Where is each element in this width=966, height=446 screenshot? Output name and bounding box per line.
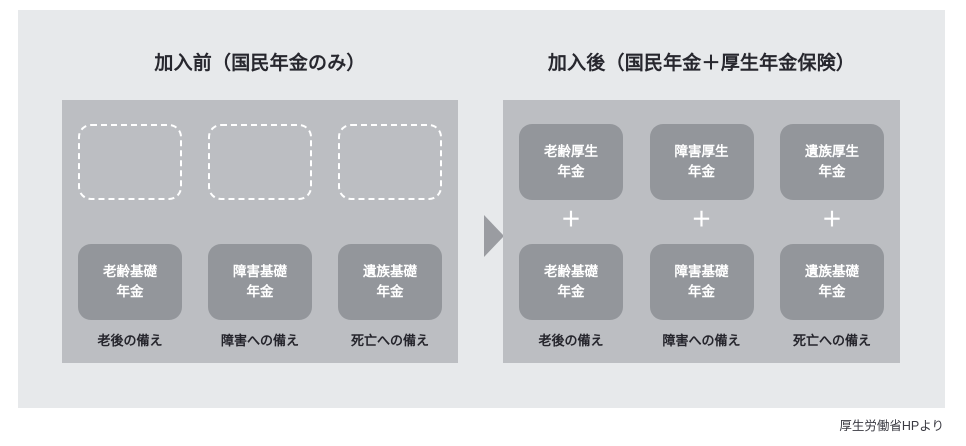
panel-before-stage: 老齢基礎 年金 老後の備え 障害基礎 年金 障害への備え bbox=[62, 100, 458, 363]
card-line-2: 年金 bbox=[557, 284, 585, 299]
after-top-col-1: 老齢厚生 年金 bbox=[519, 124, 623, 200]
after-plus-connector-row: ＋ ＋ ＋ bbox=[519, 210, 884, 230]
caption-shibou-eno-sonae: 死亡への備え bbox=[792, 333, 871, 348]
panel-before-title: 加入前（国民年金のみ） bbox=[154, 53, 366, 74]
after-top-col-3: 遺族厚生 年金 bbox=[780, 124, 884, 200]
arrow-right-triangle-icon bbox=[484, 215, 504, 257]
after-top-card-row: 老齢厚生 年金 障害厚生 年金 遺族厚生 年金 bbox=[519, 124, 884, 200]
card-line-2: 年金 bbox=[246, 284, 274, 299]
card-shougai-kiso-nenkin: 障害基礎 年金 bbox=[649, 244, 754, 320]
caption-rougo-no-sonae: 老後の備え bbox=[538, 333, 604, 348]
placeholder-box-shougaikousei bbox=[208, 124, 312, 200]
card-izoku-kiso-nenkin: 遺族基礎 年金 bbox=[780, 244, 884, 320]
card-line-1: 老齢厚生 bbox=[544, 144, 598, 160]
after-bottom-col-2: 障害基礎 年金 障害への備え bbox=[649, 244, 754, 349]
after-bottom-col-1: 老齢基礎 年金 老後の備え bbox=[519, 244, 623, 349]
before-bottom-col-1: 老齢基礎 年金 老後の備え bbox=[78, 244, 182, 349]
card-line-2: 年金 bbox=[116, 284, 144, 299]
card-izoku-kiso-nenkin: 遺族基礎 年金 bbox=[338, 244, 442, 320]
card-line-2: 年金 bbox=[688, 284, 715, 299]
caption-shibou-eno-sonae: 死亡への備え bbox=[350, 333, 429, 348]
before-top-col-2 bbox=[208, 124, 312, 200]
panel-before: 加入前（国民年金のみ） 老齢基礎 bbox=[62, 10, 458, 408]
before-bottom-col-2: 障害基礎 年金 障害への備え bbox=[208, 244, 312, 349]
figure-canvas: 加入前（国民年金のみ） 老齢基礎 bbox=[18, 10, 945, 408]
after-bottom-card-row: 老齢基礎 年金 老後の備え 障害基礎 年金 障害への備え bbox=[519, 244, 884, 349]
after-bottom-col-3: 遺族基礎 年金 死亡への備え bbox=[780, 244, 884, 349]
before-top-col-3 bbox=[338, 124, 442, 200]
panel-after-title: 加入後（国民年金＋厚生年金保険） bbox=[547, 53, 856, 74]
card-line-1: 障害厚生 bbox=[674, 144, 729, 160]
panel-after: 加入後（国民年金＋厚生年金保険） 老齢厚生 年金 障害厚生 年金 bbox=[503, 10, 900, 408]
card-line-2: 年金 bbox=[688, 164, 715, 179]
after-top-col-2: 障害厚生 年金 bbox=[649, 124, 754, 200]
placeholder-box-izokukousei bbox=[338, 124, 442, 200]
plus-icon-3: ＋ bbox=[822, 209, 842, 231]
panel-after-stage: 老齢厚生 年金 障害厚生 年金 遺族厚生 年金 bbox=[503, 100, 900, 363]
card-line-1: 老齢基礎 bbox=[103, 264, 157, 280]
card-line-1: 障害基礎 bbox=[674, 264, 729, 280]
card-izoku-kousei-nenkin: 遺族厚生 年金 bbox=[780, 124, 884, 200]
card-line-2: 年金 bbox=[818, 164, 846, 179]
before-top-placeholder-row bbox=[78, 124, 442, 200]
card-line-1: 遺族基礎 bbox=[805, 264, 859, 280]
before-bottom-col-3: 遺族基礎 年金 死亡への備え bbox=[338, 244, 442, 349]
before-top-col-1 bbox=[78, 124, 182, 200]
card-line-1: 遺族基礎 bbox=[363, 264, 417, 280]
plus-icon-2: ＋ bbox=[691, 209, 712, 231]
caption-shougai-eno-sonae: 障害への備え bbox=[662, 333, 741, 348]
card-line-1: 遺族厚生 bbox=[805, 144, 859, 160]
card-line-2: 年金 bbox=[818, 284, 846, 299]
card-line-2: 年金 bbox=[557, 164, 585, 179]
caption-shougai-eno-sonae: 障害への備え bbox=[220, 333, 299, 348]
card-rourei-kousei-nenkin: 老齢厚生 年金 bbox=[519, 124, 623, 200]
before-bottom-card-row: 老齢基礎 年金 老後の備え 障害基礎 年金 障害への備え bbox=[78, 244, 442, 349]
card-line-2: 年金 bbox=[376, 284, 404, 299]
card-line-1: 老齢基礎 bbox=[544, 264, 598, 280]
card-shougai-kiso-nenkin: 障害基礎 年金 bbox=[208, 244, 312, 320]
card-line-1: 障害基礎 bbox=[233, 264, 287, 280]
card-rourei-kiso-nenkin: 老齢基礎 年金 bbox=[519, 244, 623, 320]
placeholder-box-roureikousei bbox=[78, 124, 182, 200]
card-rourei-kiso-nenkin: 老齢基礎 年金 bbox=[78, 244, 182, 320]
card-shougai-kousei-nenkin: 障害厚生 年金 bbox=[649, 124, 754, 200]
source-note: 厚生労働省HPより bbox=[839, 419, 944, 433]
plus-icon-1: ＋ bbox=[561, 209, 581, 231]
caption-rougo-no-sonae: 老後の備え bbox=[97, 333, 163, 348]
